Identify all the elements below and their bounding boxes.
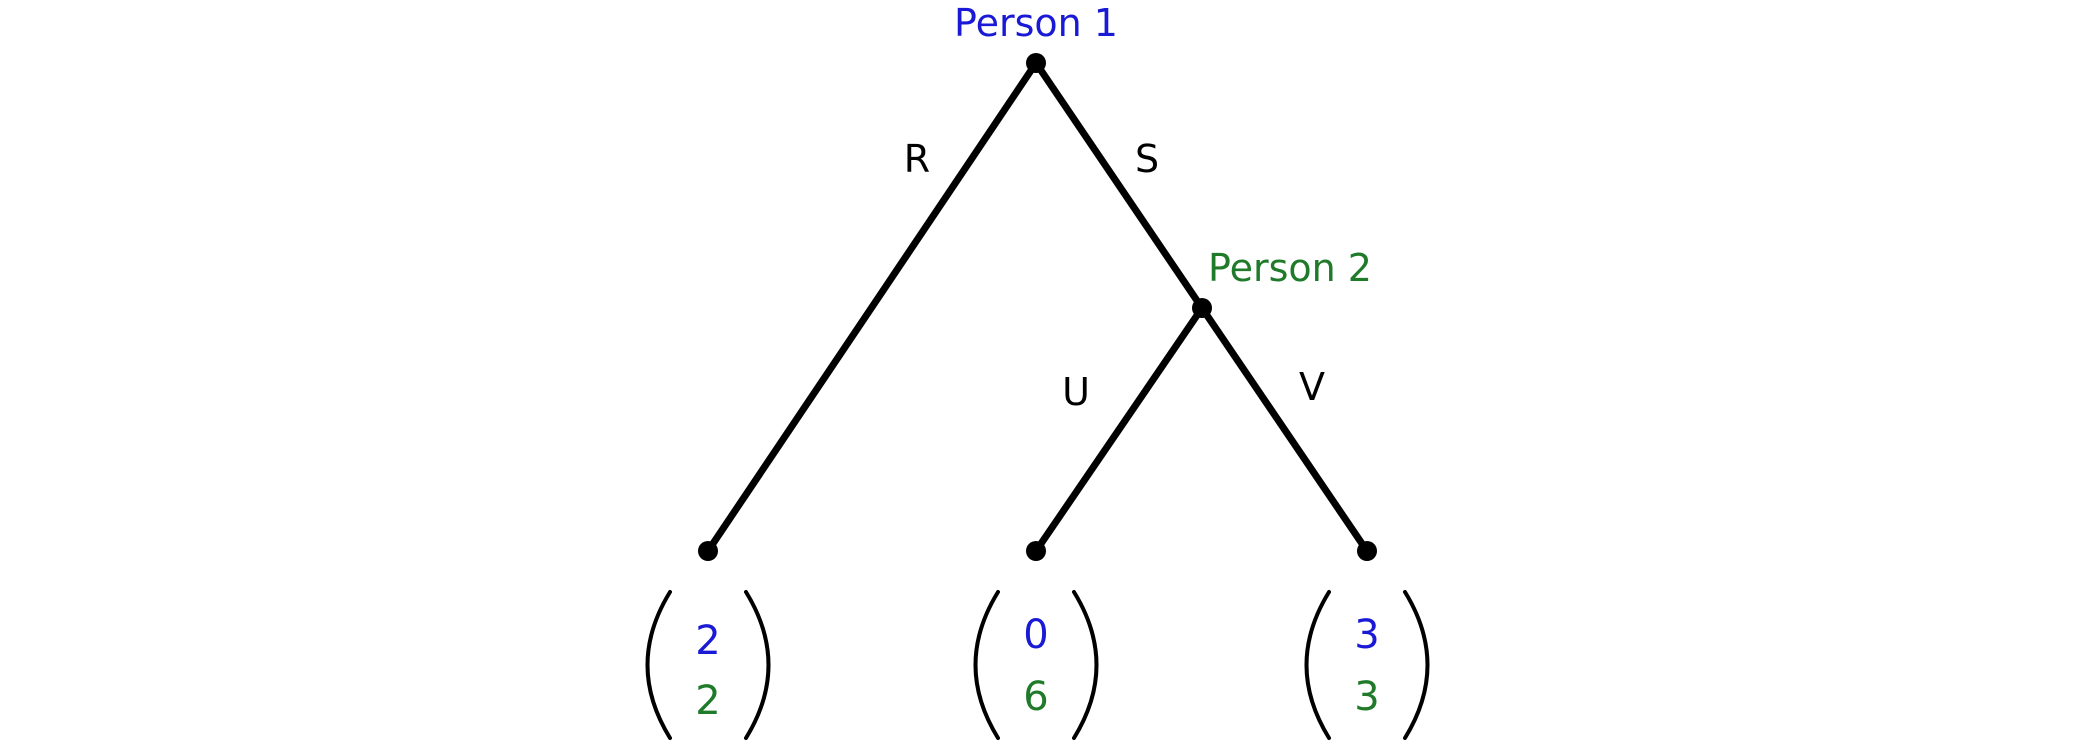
leaf-node-sv bbox=[1357, 541, 1377, 561]
leaf-node-su bbox=[1026, 541, 1046, 561]
payoff-su-person2: 6 bbox=[1023, 674, 1048, 720]
action-label-r: R bbox=[904, 137, 930, 181]
payoff-vector-su: 0 6 bbox=[973, 590, 1099, 740]
edge-s bbox=[1032, 59, 1206, 312]
action-label-v: V bbox=[1299, 365, 1325, 409]
edge-u bbox=[1032, 304, 1206, 555]
payoff-vector-sv: 3 3 bbox=[1304, 590, 1430, 740]
edge-v bbox=[1198, 304, 1371, 555]
edge-r bbox=[704, 59, 1040, 555]
payoff-r-person2: 2 bbox=[695, 678, 720, 724]
left-paren bbox=[973, 590, 1000, 740]
right-paren bbox=[1403, 590, 1430, 740]
right-paren bbox=[744, 590, 771, 740]
left-paren bbox=[1304, 590, 1331, 740]
person1-label: Person 1 bbox=[954, 1, 1118, 45]
node-person2 bbox=[1192, 298, 1212, 318]
payoff-r-person1: 2 bbox=[695, 618, 720, 664]
person2-label: Person 2 bbox=[1208, 246, 1372, 290]
action-label-s: S bbox=[1135, 137, 1159, 181]
left-paren bbox=[645, 590, 672, 740]
payoff-su-person1: 0 bbox=[1023, 612, 1048, 658]
payoff-sv-person2: 3 bbox=[1354, 674, 1379, 720]
leaf-node-r bbox=[698, 541, 718, 561]
node-person1 bbox=[1026, 53, 1046, 73]
payoff-sv-person1: 3 bbox=[1354, 612, 1379, 658]
action-label-u: U bbox=[1062, 370, 1090, 414]
right-paren bbox=[1072, 590, 1099, 740]
payoff-vector-r: 2 2 bbox=[645, 590, 771, 740]
